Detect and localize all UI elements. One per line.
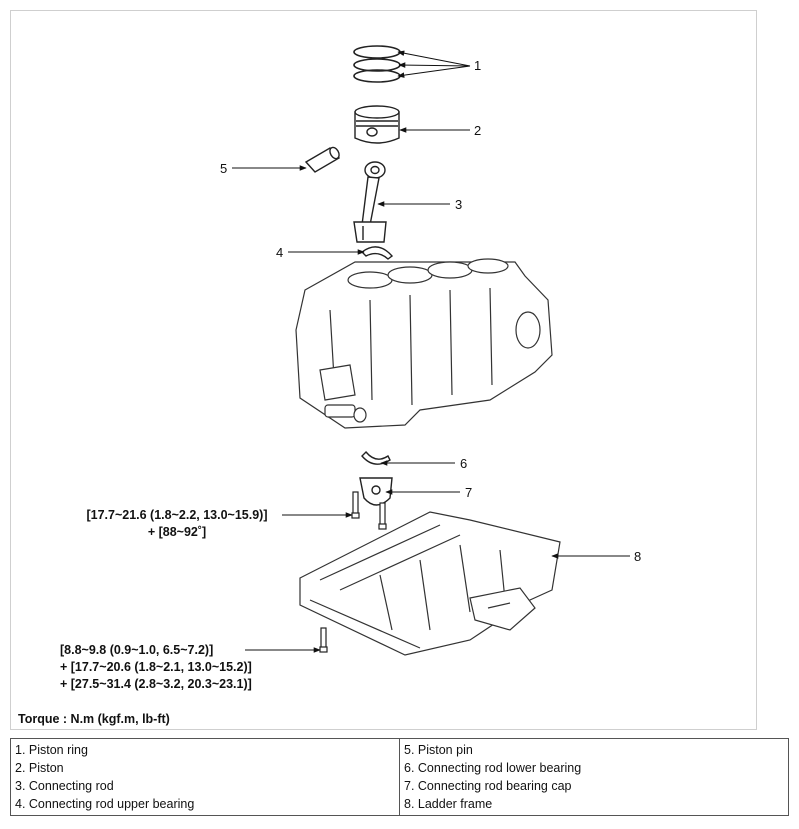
torque-caption: Torque : N.m (kgf.m, lb-ft) bbox=[18, 712, 170, 726]
callout-7: 7 bbox=[465, 485, 472, 500]
bearing-cap bbox=[359, 477, 393, 506]
lower-bearing bbox=[361, 450, 391, 465]
callout-8: 8 bbox=[634, 549, 641, 564]
torque-ladder-line-1: [8.8~9.8 (0.9~1.0, 6.5~7.2)] bbox=[60, 643, 214, 657]
upper-bearing bbox=[360, 246, 394, 260]
callout-2: 2 bbox=[474, 123, 481, 138]
connecting-rod bbox=[353, 161, 387, 243]
legend-row: 1. Piston ring 2. Piston 3. Connecting r… bbox=[10, 738, 789, 816]
callout-4: 4 bbox=[276, 245, 283, 260]
legend-item: 5. Piston pin bbox=[404, 743, 473, 757]
callout-6: 6 bbox=[460, 456, 467, 471]
torque-ladder-line-3: + [27.5~31.4 (2.8~3.2, 20.3~23.1)] bbox=[60, 677, 252, 691]
legend-right-column: 5. Piston pin 6. Connecting rod lower be… bbox=[399, 738, 789, 816]
legend-item: 1. Piston ring bbox=[15, 743, 88, 757]
torque-cap-bolt-line-2: + [88~92˚] bbox=[147, 525, 207, 539]
legend-item: 8. Ladder frame bbox=[404, 797, 493, 811]
piston bbox=[354, 105, 400, 144]
piston-pin bbox=[304, 146, 341, 173]
exploded-diagram: 1 2 3 4 5 6 7 8 bbox=[220, 45, 641, 656]
legend-item: 3. Connecting rod bbox=[15, 779, 114, 793]
leader-lines bbox=[232, 50, 630, 653]
parts-legend: 1. Piston ring 2. Piston 3. Connecting r… bbox=[10, 738, 789, 816]
callout-5: 5 bbox=[220, 161, 227, 176]
legend-item: 6. Connecting rod lower bearing bbox=[404, 761, 582, 775]
callout-1: 1 bbox=[474, 58, 481, 73]
torque-cap-bolt: [17.7~21.6 (1.8~2.2, 13.0~15.9)] + [88~9… bbox=[72, 507, 282, 541]
callout-3: 3 bbox=[455, 197, 462, 212]
cylinder-block bbox=[295, 258, 553, 429]
torque-cap-bolt-line-1: [17.7~21.6 (1.8~2.2, 13.0~15.9)] bbox=[86, 508, 268, 522]
legend-item: 2. Piston bbox=[15, 761, 64, 775]
ladder-frame bbox=[299, 511, 561, 656]
legend-item: 4. Connecting rod upper bearing bbox=[15, 797, 195, 811]
torque-ladder-line-2: + [17.7~20.6 (1.8~2.1, 13.0~15.2)] bbox=[60, 660, 252, 674]
cap-bolts bbox=[351, 491, 387, 530]
piston-rings bbox=[353, 45, 401, 83]
ladder-frame-bolt bbox=[319, 627, 328, 653]
legend-left-column: 1. Piston ring 2. Piston 3. Connecting r… bbox=[10, 738, 400, 816]
legend-item: 7. Connecting rod bearing cap bbox=[404, 779, 572, 793]
torque-ladder-frame-bolt: [8.8~9.8 (0.9~1.0, 6.5~7.2)] + [17.7~20.… bbox=[60, 642, 252, 693]
